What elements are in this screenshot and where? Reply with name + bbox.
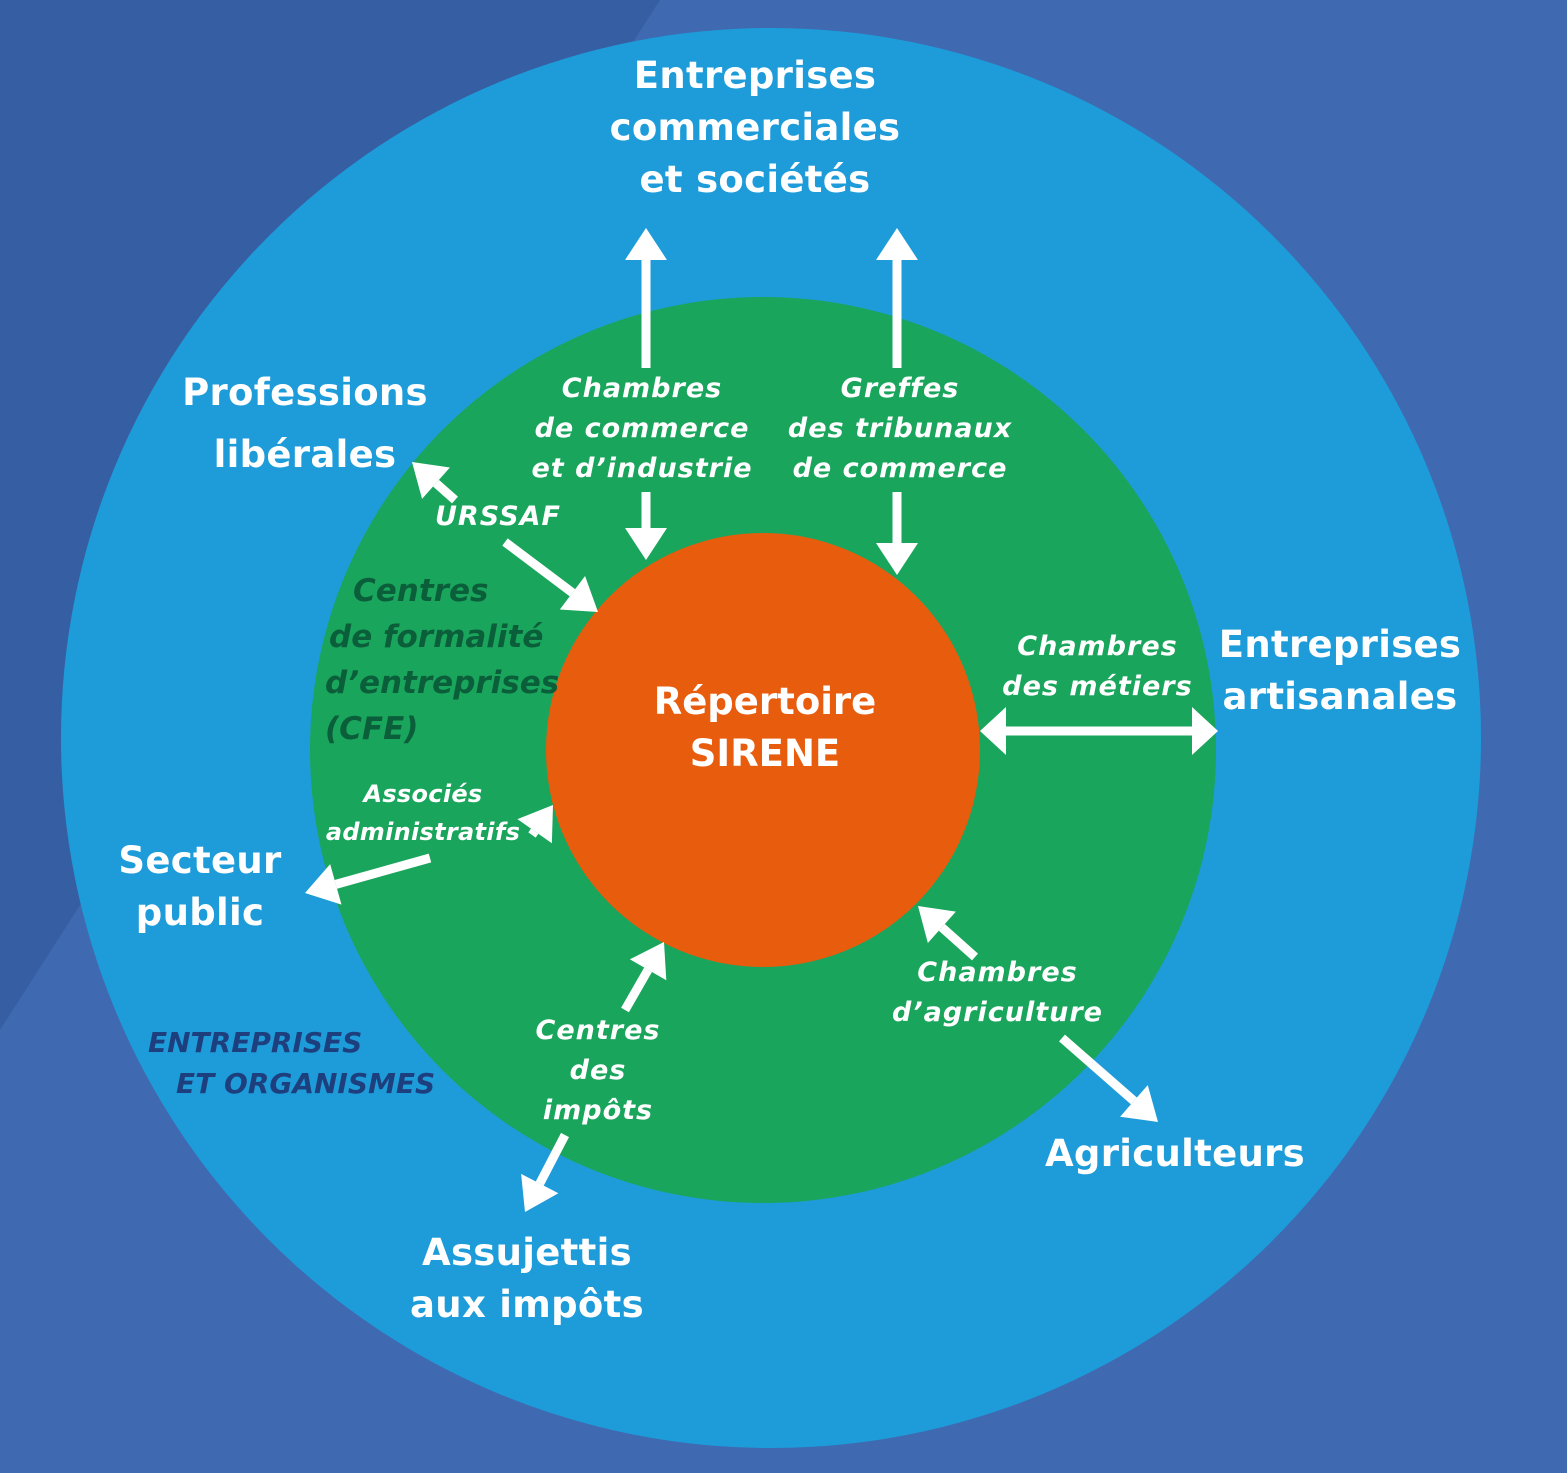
group-entreprises-artisanales: Entreprises artisanales <box>1205 619 1475 723</box>
greffes-to-commerciales-arrow <box>876 228 918 368</box>
body-urssaf: URSSAF <box>428 497 568 537</box>
arrow-head-icon <box>876 543 918 575</box>
group-line: Entreprises <box>633 54 877 97</box>
body-line: Greffes <box>840 373 960 404</box>
body-line: Chambres <box>1017 631 1178 662</box>
group-agriculteurs: Agriculteurs <box>1030 1128 1320 1180</box>
body-chambres-metiers: Chambres des métiers <box>995 627 1200 707</box>
metiers-bidirectional-arrow <box>980 707 1218 755</box>
cci-to-core-arrow <box>625 492 667 560</box>
arrow-head-icon <box>1120 1085 1158 1122</box>
body-line: d’agriculture <box>892 997 1103 1028</box>
arrow-head-icon <box>521 1173 559 1212</box>
arrow-head-icon <box>517 805 553 844</box>
core-label-line: SIRENE <box>689 732 841 775</box>
cfe-label-line: d’entreprises <box>325 665 560 701</box>
group-line: Secteur <box>118 839 282 882</box>
group-line: Agriculteurs <box>1045 1132 1305 1175</box>
group-assujettis-impots: Assujettis aux impôts <box>387 1227 667 1331</box>
arrow-shaft <box>528 828 539 838</box>
associes-to-core-arrow <box>517 805 553 844</box>
impots-to-assujettis-arrow <box>521 1132 569 1212</box>
group-line: Entreprises <box>1218 623 1462 666</box>
group-line: et sociétés <box>639 158 871 201</box>
zone-label-entreprises-organismes: ENTREPRISES ET ORGANISMES <box>148 1022 468 1104</box>
arrow-head-icon <box>305 864 342 905</box>
group-line: artisanales <box>1222 675 1458 718</box>
arrow-head-icon <box>625 528 667 560</box>
agriculture-to-agriculteurs-arrow <box>1059 1034 1158 1122</box>
urssaf-to-liberales-arrow <box>412 462 458 504</box>
arrow-shaft <box>432 479 458 504</box>
impots-to-core-arrow <box>621 942 667 1013</box>
arrow-shaft <box>621 967 652 1013</box>
body-line: des tribunaux <box>787 413 1013 444</box>
arrow-head-icon <box>980 707 1006 755</box>
group-entreprises-commerciales: Entreprises commerciales et sociétés <box>555 50 955 206</box>
group-line: Professions <box>182 371 428 414</box>
arrow-head-icon <box>559 575 598 612</box>
group-secteur-public: Secteur public <box>100 835 300 939</box>
group-line: libérales <box>213 433 397 476</box>
cfe-label: Centres de formalité d’entreprises (CFE) <box>325 568 560 752</box>
group-line: Assujettis <box>422 1231 632 1274</box>
body-line: de commerce <box>534 413 750 444</box>
body-chambres-agriculture: Chambres d’agriculture <box>885 953 1110 1033</box>
agriculture-to-core-arrow <box>918 906 979 961</box>
body-line: Chambres <box>917 957 1078 988</box>
arrow-shaft <box>502 538 576 597</box>
body-line: administratifs <box>325 818 521 846</box>
cci-to-commerciales-arrow <box>625 228 667 368</box>
cfe-label-line: Centres <box>353 573 489 609</box>
arrow-shaft <box>334 853 432 889</box>
body-line: Associés <box>363 780 483 808</box>
arrow-head-icon <box>629 942 667 981</box>
body-line: des <box>569 1055 627 1086</box>
cfe-label-line: (CFE) <box>325 711 419 747</box>
group-professions-liberales: Professions libérales <box>155 362 455 486</box>
arrow-head-icon <box>412 462 450 499</box>
body-centres-impots: Centres des impôts <box>518 1011 678 1131</box>
arrow-head-icon <box>625 228 667 260</box>
body-chambres-commerce-industrie: Chambres de commerce et d’industrie <box>522 369 762 489</box>
arrow-head-icon <box>1192 707 1218 755</box>
body-line: impôts <box>542 1095 654 1126</box>
body-associes-administratifs: Associés administratifs <box>318 775 528 851</box>
core-label: Répertoire SIRENE <box>600 676 930 780</box>
cfe-label-line: de formalité <box>329 619 544 655</box>
greffes-to-core-arrow <box>876 492 918 575</box>
arrow-head-icon <box>918 906 956 943</box>
arrow-shaft <box>535 1132 569 1186</box>
group-line: commerciales <box>609 106 901 149</box>
arrow-shaft <box>1059 1034 1137 1105</box>
group-line: aux impôts <box>410 1283 644 1326</box>
body-line: Centres <box>535 1015 661 1046</box>
body-line: Chambres <box>561 373 723 404</box>
core-circle-sirene <box>546 533 980 967</box>
zone-label-line: ET ORGANISMES <box>176 1067 436 1100</box>
arrow-shaft <box>938 923 979 961</box>
body-line: des métiers <box>1002 671 1193 702</box>
body-line: et d’industrie <box>531 453 753 484</box>
urssaf-to-core-arrow <box>502 538 598 612</box>
arrow-head-icon <box>876 228 918 260</box>
group-line: public <box>135 891 265 934</box>
zone-label-line: ENTREPRISES <box>148 1026 363 1059</box>
body-greffes-tribunaux: Greffes des tribunaux de commerce <box>780 369 1020 489</box>
body-line: URSSAF <box>435 501 561 532</box>
associes-to-secteur-public-arrow <box>305 853 432 905</box>
core-label-line: Répertoire <box>653 680 877 723</box>
body-line: de commerce <box>792 453 1008 484</box>
